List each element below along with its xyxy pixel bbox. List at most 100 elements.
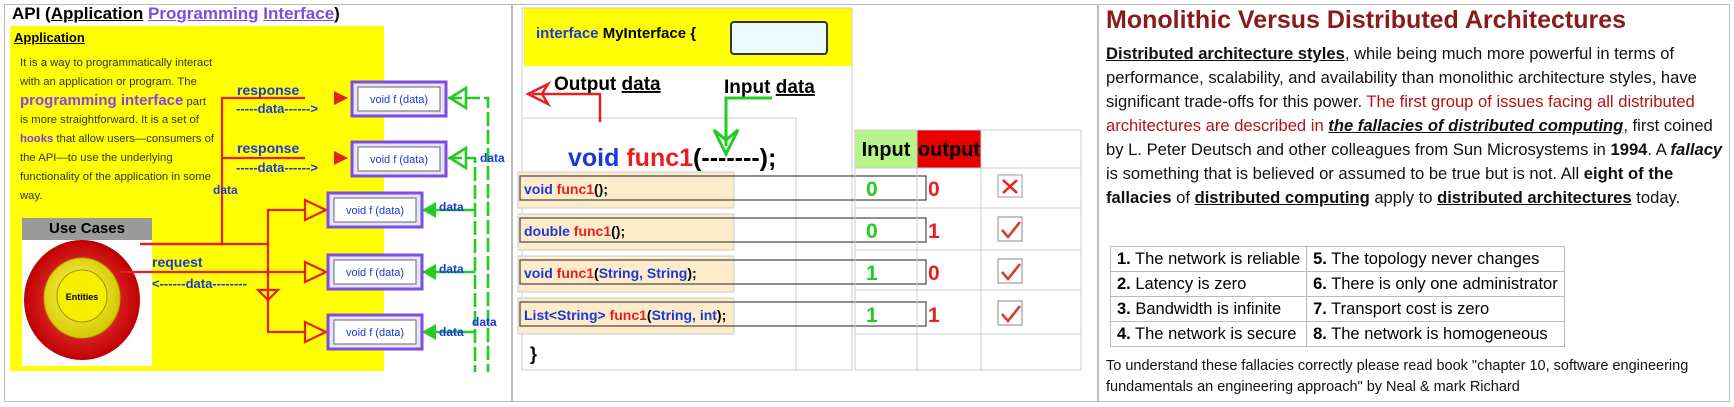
output-value: 1 — [928, 304, 940, 327]
green-head-3 — [422, 202, 436, 218]
input-value: 1 — [866, 262, 878, 285]
application-description: It is a way to programmatically interact… — [20, 57, 215, 202]
green-head-1 — [447, 85, 468, 111]
arrowhead-5 — [303, 320, 329, 344]
data-arrow-label-1: -----data------> — [236, 101, 318, 116]
data-label-right-3: data — [439, 262, 464, 276]
svg-text:void f (data): void f (data) — [370, 94, 428, 106]
input-arrowhead — [712, 128, 740, 158]
input-value: 0 — [866, 178, 878, 201]
input-data-label: Input data — [724, 77, 815, 98]
fallacy-5: 5. The topology never changes — [1306, 246, 1565, 272]
data-label-right-1: data — [480, 151, 505, 165]
input-arrow — [724, 96, 772, 146]
overload-row: List<String> func1(String, int); 1 1 — [517, 297, 1023, 335]
interface-diagram: interface MyInterface { Output data Inpu… — [517, 7, 1082, 371]
fallacies-table: 1. The network is reliable 5. The topolo… — [1109, 246, 1565, 347]
green-head-4 — [422, 264, 436, 280]
function-signature: void func1(-------); — [568, 144, 776, 172]
green-line-2 — [448, 156, 477, 372]
data-label-left: data — [213, 183, 238, 197]
overload-signature: List<String> func1(String, int); — [524, 307, 726, 323]
overload-signature: void func1(String, String); — [524, 265, 697, 281]
x-mark-icon — [1002, 179, 1018, 194]
data-arrow-label-2: -----data------> — [236, 160, 318, 175]
interface-body-placeholder — [730, 21, 828, 55]
check-mark-icon — [1001, 263, 1022, 282]
method-box-1: void f (data) — [350, 80, 448, 118]
request-line-1 — [140, 208, 305, 246]
output-header-cell — [917, 130, 981, 168]
fallacy-3: 3. Bandwidth is infinite — [1109, 296, 1308, 322]
svg-text:void f (data): void f (data) — [370, 154, 428, 166]
output-value: 1 — [928, 220, 940, 243]
method-box-4: void f (data) — [326, 253, 424, 291]
overload-row: void func1(); 0 0 — [517, 171, 1023, 209]
request-arrow-label: <------data-------- — [152, 276, 247, 291]
entities-label: Entities — [66, 292, 99, 302]
svg-text:void f (data): void f (data) — [346, 267, 404, 279]
request-label: request — [152, 254, 203, 270]
data-label-right-5: data — [439, 325, 464, 339]
arrowhead-6 — [255, 288, 281, 302]
fallacy-6: 6. There is only one administrator — [1306, 271, 1565, 297]
request-line-2 — [266, 244, 305, 274]
closing-brace: } — [530, 344, 537, 364]
fallacy-7: 7. Transport cost is zero — [1306, 296, 1565, 322]
output-header: output — [918, 139, 981, 161]
output-data-label: Output data — [554, 74, 661, 95]
input-header-cell — [855, 130, 917, 168]
response-label-2: response — [237, 140, 299, 156]
data-label-right-2: data — [439, 200, 464, 214]
method-box-5: void f (data) — [326, 313, 424, 351]
input-value: 1 — [866, 304, 878, 327]
green-line-main — [448, 96, 490, 372]
green-arrows — [420, 85, 490, 372]
output-arrow — [532, 92, 602, 122]
check-box — [997, 300, 1023, 326]
check-box — [997, 258, 1023, 284]
architecture-paragraph: Distributed architecture styles, while b… — [1106, 44, 1723, 207]
output-value: 0 — [928, 262, 940, 285]
application-heading: Application — [14, 30, 85, 45]
api-diagram: Entities void f (data) voi — [24, 80, 505, 372]
use-cases-label: Use Cases — [22, 218, 152, 240]
data-label-right-4: data — [472, 315, 497, 329]
arrowhead-1 — [334, 91, 348, 105]
fallacy-1: 1. The network is reliable — [1109, 246, 1308, 272]
red-arrows — [120, 91, 348, 344]
arrowhead-3 — [303, 198, 329, 222]
output-arrowhead — [525, 80, 552, 108]
method-box-2: void f (data) — [350, 140, 448, 178]
check-box — [997, 216, 1023, 242]
fallacy-2: 2. Latency is zero — [1109, 271, 1308, 297]
fallacy-8: 8. The network is homogeneous — [1306, 321, 1565, 347]
overload-signature: double func1(); — [524, 223, 625, 239]
arrowhead-2 — [334, 151, 348, 165]
interface-declaration: interface MyInterface { — [536, 25, 696, 42]
method-box-3: void f (data) — [326, 191, 424, 229]
truth-table-grid — [854, 129, 1082, 371]
output-value: 0 — [928, 178, 940, 201]
entities-rings: Entities — [24, 240, 140, 360]
fallacy-4: 4. The network is secure — [1109, 321, 1308, 347]
architecture-title: Monolithic Versus Distributed Architectu… — [1106, 6, 1627, 34]
overload-row: double func1(); 0 1 — [517, 213, 1023, 251]
input-value: 0 — [866, 220, 878, 243]
check-mark-icon — [1001, 305, 1022, 324]
response-label-1: response — [237, 82, 299, 98]
request-line-3 — [266, 272, 305, 334]
overload-row: void func1(String, String); 1 0 — [517, 255, 1023, 293]
inner-ring — [56, 269, 108, 323]
svg-text:void f (data): void f (data) — [346, 205, 404, 217]
reference-footer: To understand these fallacies correctly … — [1106, 358, 1689, 395]
overload-signature: void func1(); — [524, 181, 608, 197]
green-head-2 — [447, 145, 468, 171]
check-mark-icon — [1001, 221, 1022, 240]
api-title: API (Application Programming Interface) — [12, 4, 340, 23]
green-head-5 — [422, 324, 436, 340]
svg-text:void f (data): void f (data) — [346, 327, 404, 339]
arrowhead-4 — [303, 260, 329, 284]
input-header: Input — [862, 139, 911, 161]
